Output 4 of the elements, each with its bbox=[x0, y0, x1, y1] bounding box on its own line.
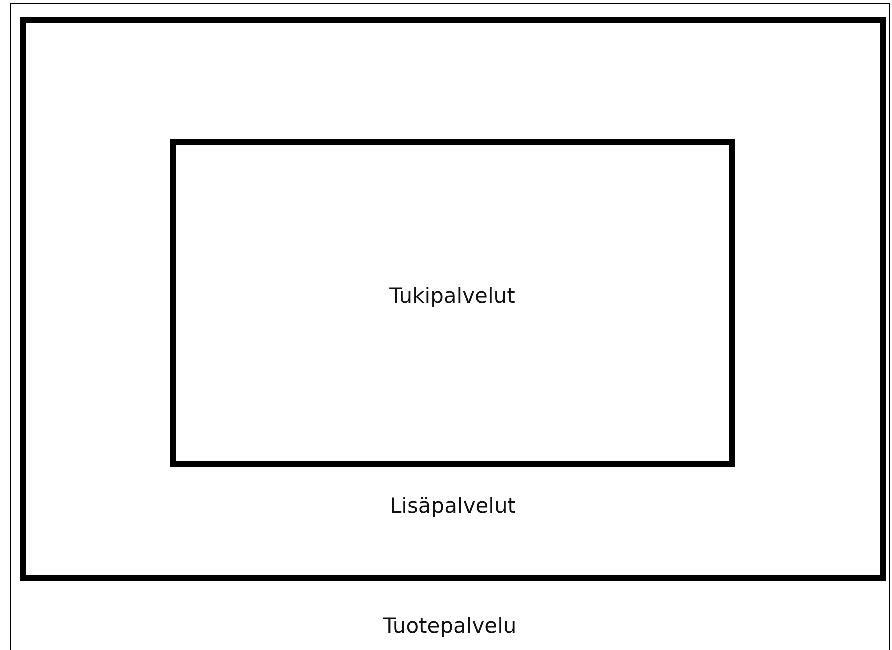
node-label: Lisäpalvelut bbox=[388, 494, 518, 518]
inner-frame bbox=[170, 139, 735, 467]
node-label: Tukipalvelut bbox=[388, 284, 516, 308]
node-label: Tuotepalvelu bbox=[382, 614, 518, 638]
